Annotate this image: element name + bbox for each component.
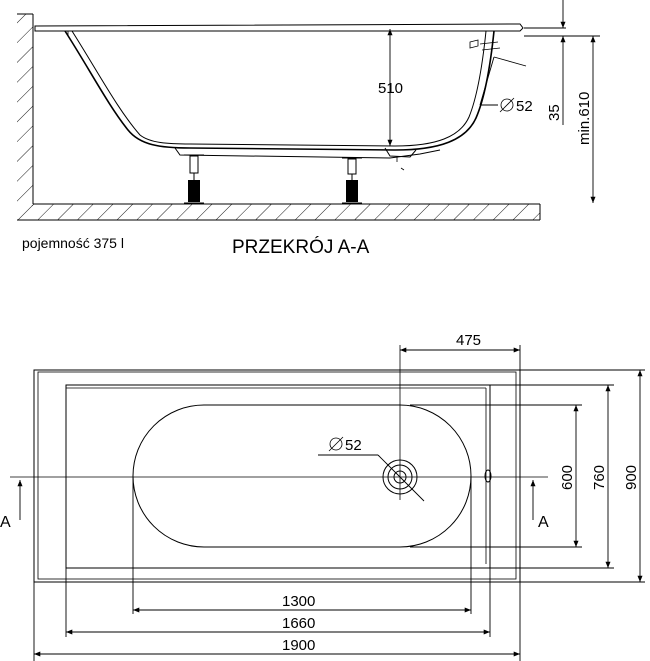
inner-width-label: 600 xyxy=(559,465,576,490)
section-marker-left: A xyxy=(0,480,23,531)
section-caption: PRZEKRÓJ A-A xyxy=(232,236,370,258)
wall-hatch xyxy=(17,13,34,206)
diameter-symbol xyxy=(329,437,343,451)
svg-text:A: A xyxy=(0,514,11,531)
plan-view: 52 A A 475 xyxy=(0,332,645,661)
bathtub-rim xyxy=(34,23,524,36)
mid-length-label: 1660 xyxy=(282,615,315,632)
overflow-symbol xyxy=(484,469,492,483)
height-dimension: min.610 xyxy=(530,35,600,203)
bathtub-base xyxy=(174,147,441,159)
capacity-label: pojemność 375 l xyxy=(22,235,124,251)
floor-hatch xyxy=(17,203,541,221)
mid-width-label: 760 xyxy=(591,465,608,490)
drain-diameter-label: 52 xyxy=(345,437,362,454)
section-view: 510 52 35 min.610 pojemność 375 l PR xyxy=(17,0,600,258)
overflow-fitting xyxy=(469,39,501,51)
leg-left xyxy=(184,154,204,204)
drain-symbol: 52 xyxy=(318,436,425,502)
bathtub-inner-rim xyxy=(65,384,491,569)
overflow-diameter-dimension: 52 xyxy=(479,56,533,115)
outer-width-label: 900 xyxy=(623,465,640,490)
overflow-diameter-label: 52 xyxy=(516,98,533,115)
depth-label: 510 xyxy=(378,80,403,97)
bathtub-shell-outer xyxy=(64,30,495,151)
outer-length-label: 1900 xyxy=(282,637,315,654)
rim-label: 35 xyxy=(546,104,563,121)
diameter-symbol xyxy=(500,98,514,112)
section-line xyxy=(10,345,548,500)
depth-dimension: 510 xyxy=(378,28,403,146)
width-dimensions: 600 760 900 xyxy=(410,369,645,583)
height-label: min.610 xyxy=(576,92,593,145)
bathtub-outline xyxy=(33,369,521,583)
inner-length-label: 1300 xyxy=(282,593,315,610)
bathtub-basin xyxy=(132,404,472,548)
bathtub-shell-inner xyxy=(71,30,487,147)
svg-text:A: A xyxy=(538,514,549,531)
drain-offset-dimension: 475 xyxy=(400,332,521,370)
drain-offset-label: 475 xyxy=(456,332,481,349)
section-marker-right: A xyxy=(530,480,549,531)
leg-right xyxy=(342,157,362,204)
drain-fitting xyxy=(384,147,417,171)
length-dimensions: 1300 1660 1900 xyxy=(33,476,521,661)
